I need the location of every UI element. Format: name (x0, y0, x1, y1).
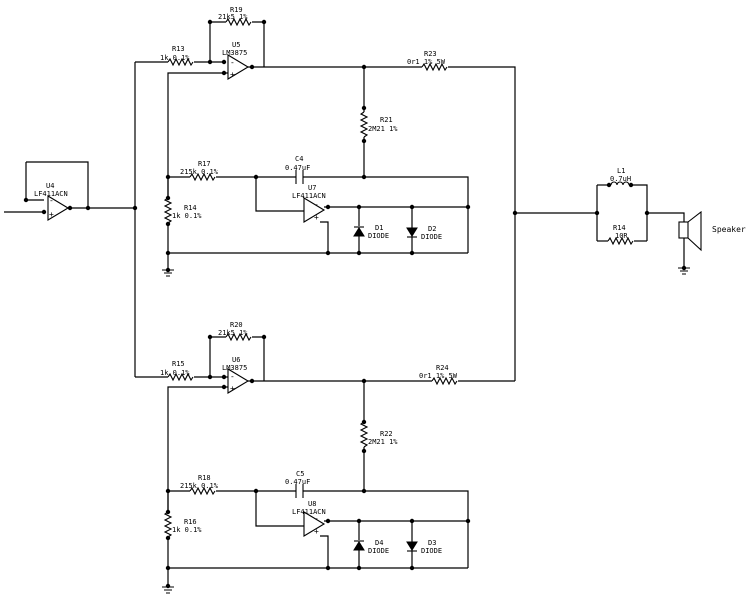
r17-value: 215k 0.1% (180, 168, 219, 176)
r24-ref: R24 (436, 364, 449, 372)
d1-value: DIODE (368, 232, 389, 240)
opamp-u6-symbol (227, 368, 250, 394)
opamp-u4-symbol (47, 195, 70, 221)
r14b-value: 10R (615, 232, 628, 240)
r17-ref: R17 (198, 160, 211, 168)
resistor-r16 (163, 511, 173, 538)
l1-value: 0.7uH (610, 175, 631, 183)
u4-ref: U4 (46, 182, 54, 190)
u6-minus: - (230, 372, 235, 381)
d4-ref: D4 (375, 539, 383, 547)
c5-ref: C5 (296, 470, 304, 478)
u4-plus: + (49, 210, 54, 219)
resistor-r20 (225, 332, 252, 342)
resistor-r13 (167, 57, 194, 67)
r23-value: 0r1 1% 5W (407, 58, 446, 66)
u8-ref: U8 (308, 500, 316, 508)
u7-minus: - (314, 200, 319, 209)
r14-value: 1k 0.1% (172, 212, 202, 220)
u5-value: LM3875 (222, 49, 247, 57)
r15-value: 1k 0.1% (160, 369, 190, 377)
junction-dots (23, 19, 687, 589)
u8-value: LF411ACN (292, 508, 326, 516)
r20-value: 21k5 1% (218, 329, 248, 337)
resistor-r15 (167, 372, 194, 382)
resistor-r22 (359, 421, 369, 448)
d2-value: DIODE (421, 233, 442, 241)
d3-ref: D3 (428, 539, 436, 547)
capacitor-c4 (295, 170, 304, 184)
r22-value: 2M21 1% (368, 438, 398, 446)
resistor-r24 (431, 376, 458, 386)
u5-plus: + (230, 70, 235, 79)
r20-ref: R20 (230, 321, 243, 329)
u7-ref: U7 (308, 184, 316, 192)
resistor-r17 (189, 172, 216, 182)
r16-ref: R16 (184, 518, 197, 526)
u4-value: LF411ACN (34, 190, 68, 198)
u7-plus: + (314, 213, 319, 222)
r13-value: 1k 0.1% (160, 54, 190, 62)
capacitor-c5 (295, 484, 304, 498)
r15-ref: R15 (172, 360, 185, 368)
resistor-r14 (163, 197, 173, 224)
u4-minus: - (49, 196, 54, 205)
diode-d2 (406, 227, 418, 237)
r14b-ref: R14 (613, 224, 626, 232)
d3-value: DIODE (421, 547, 442, 555)
input-buffer-u4: U4 LF411ACN - + (4, 161, 135, 221)
d1-ref: D1 (375, 224, 383, 232)
resistor-r23 (421, 62, 448, 72)
speaker-label: Speaker (712, 225, 746, 234)
c4-ref: C4 (295, 155, 303, 163)
opamp-u5-symbol (227, 54, 250, 80)
r16-value: 1k 0.1% (172, 526, 202, 534)
opamp-u8-symbol (303, 511, 326, 537)
diode-d4 (353, 541, 365, 551)
speaker-icon (678, 210, 702, 252)
r22-ref: R22 (380, 430, 393, 438)
lower-channel: R15 1k 0.1% R20 21k5 1% U6 LM3875 - + R2… (135, 321, 515, 594)
resistor-r19 (225, 17, 252, 27)
inductor-l1 (610, 181, 630, 186)
u7-value: LF411ACN (292, 192, 326, 200)
r13-ref: R13 (172, 45, 185, 53)
d2-ref: D2 (428, 225, 436, 233)
r24-value: 0r1 1% 5W (419, 372, 458, 380)
resistor-r18 (189, 486, 216, 496)
u6-value: LM3875 (222, 364, 247, 372)
r14-ref: R14 (184, 204, 197, 212)
u8-minus: - (314, 514, 319, 523)
u6-plus: + (230, 384, 235, 393)
resistor-r21 (359, 111, 369, 138)
d4-value: DIODE (368, 547, 389, 555)
upper-channel: R13 1k 0.1% R19 21k5 1% U5 LM3875 - + R2… (135, 6, 516, 381)
u5-minus: - (230, 58, 235, 67)
output-network: L1 0.7uH R14 10R Speaker (515, 167, 746, 275)
diode-d1 (353, 227, 365, 237)
l1-ref: L1 (617, 167, 625, 175)
r21-value: 2M21 1% (368, 125, 398, 133)
r18-ref: R18 (198, 474, 211, 482)
opamp-u7-symbol (303, 197, 326, 223)
u8-plus: + (314, 527, 319, 536)
r18-value: 215k 0.1% (180, 482, 219, 490)
r19-value: 21k5 1% (218, 13, 248, 21)
u6-ref: U6 (232, 356, 240, 364)
c5-value: 0.47uF (285, 478, 310, 486)
c4-value: 0.47uF (285, 164, 310, 172)
r23-ref: R23 (424, 50, 437, 58)
resistor-r14-10r (607, 236, 634, 246)
r19-ref: R19 (230, 6, 243, 14)
u5-ref: U5 (232, 41, 240, 49)
diode-d3 (406, 541, 418, 551)
r21-ref: R21 (380, 116, 393, 124)
